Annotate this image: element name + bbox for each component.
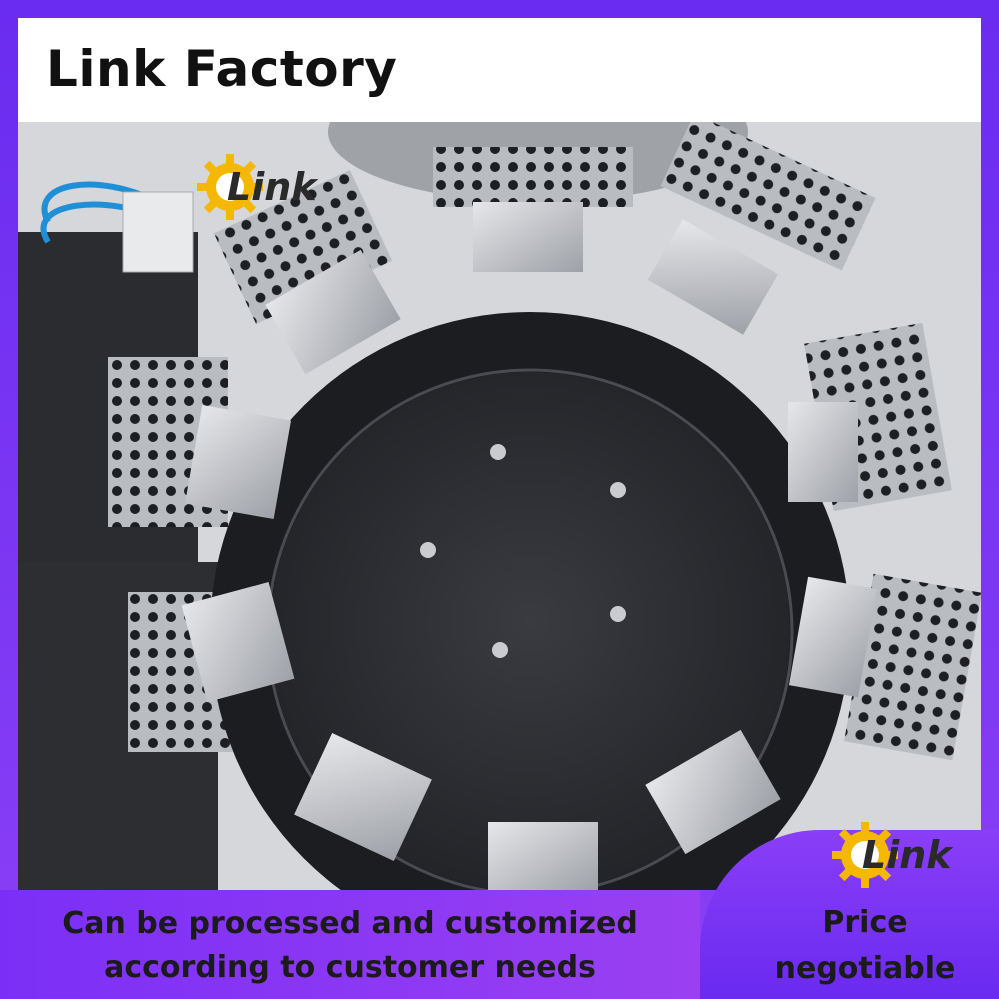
gear-icon [197, 154, 263, 220]
tagline: Can be processed and customized accordin… [30, 902, 670, 990]
product-photo [18, 122, 981, 890]
tagline-line-1: Can be processed and customized [62, 906, 638, 941]
logo-brand-text: Link [227, 165, 317, 209]
page-title: Link Factory [46, 40, 398, 98]
gear-icon [832, 822, 898, 888]
mold-segments [181, 122, 981, 890]
logo-brand-text: Link [862, 833, 952, 877]
footer-left-panel [0, 890, 700, 999]
tagline-line-2: according to customer needs [104, 950, 596, 985]
header-banner: Link Factory [18, 18, 981, 122]
price-line-2: negotiable [774, 951, 956, 986]
link-logo-top: Link [195, 152, 317, 222]
price-line-1: Price [822, 905, 908, 940]
link-logo-bottom: Link [830, 820, 952, 890]
rotary-disc [270, 372, 790, 890]
price-label: Price negotiable [770, 900, 960, 992]
rotary-disc-photo [18, 122, 981, 890]
